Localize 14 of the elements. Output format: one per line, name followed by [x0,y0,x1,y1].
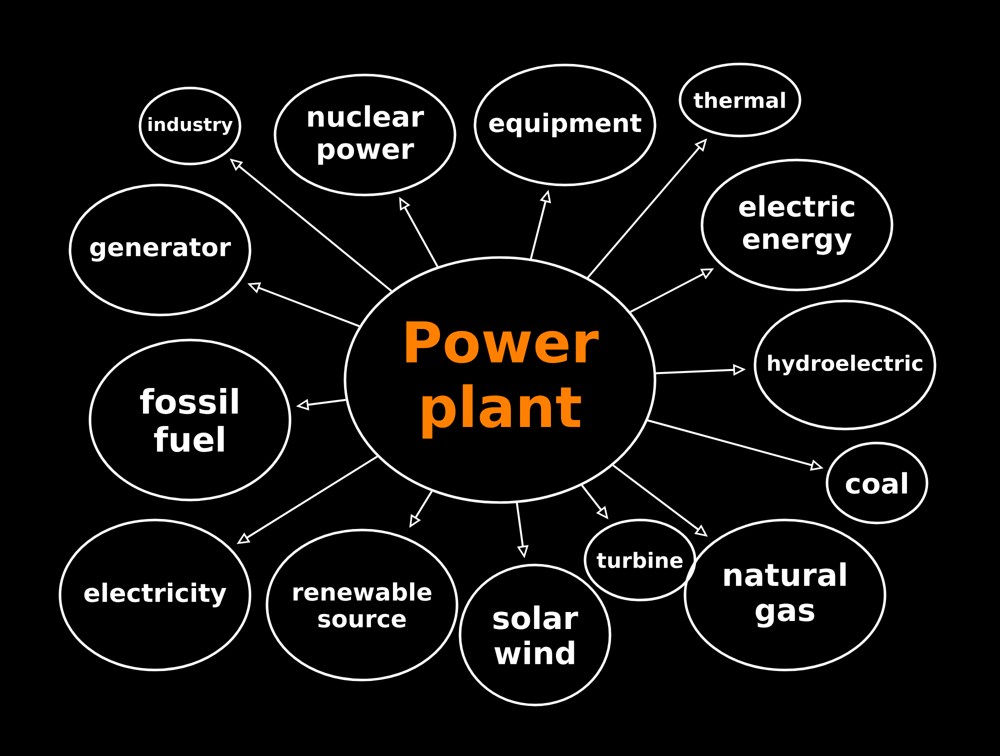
central-bubble: Power plant [344,256,656,504]
topic-bubble: coal [826,442,928,524]
topic-bubble: electricity [58,518,252,672]
topic-bubble: natural gas [684,518,886,672]
topic-bubble: equipment [474,64,656,186]
topic-bubble: thermal [678,62,802,138]
topic-bubble: nuclear power [274,74,456,196]
topic-bubble: electric energy [700,158,894,292]
topic-bubble: fossil fuel [88,338,292,502]
topic-bubble: industry [138,86,242,166]
topic-bubble: renewable source [266,528,458,682]
topic-bubble: turbine [584,518,696,602]
topic-bubble: generator [68,184,252,316]
topic-bubble: hydroelectric [754,300,936,430]
